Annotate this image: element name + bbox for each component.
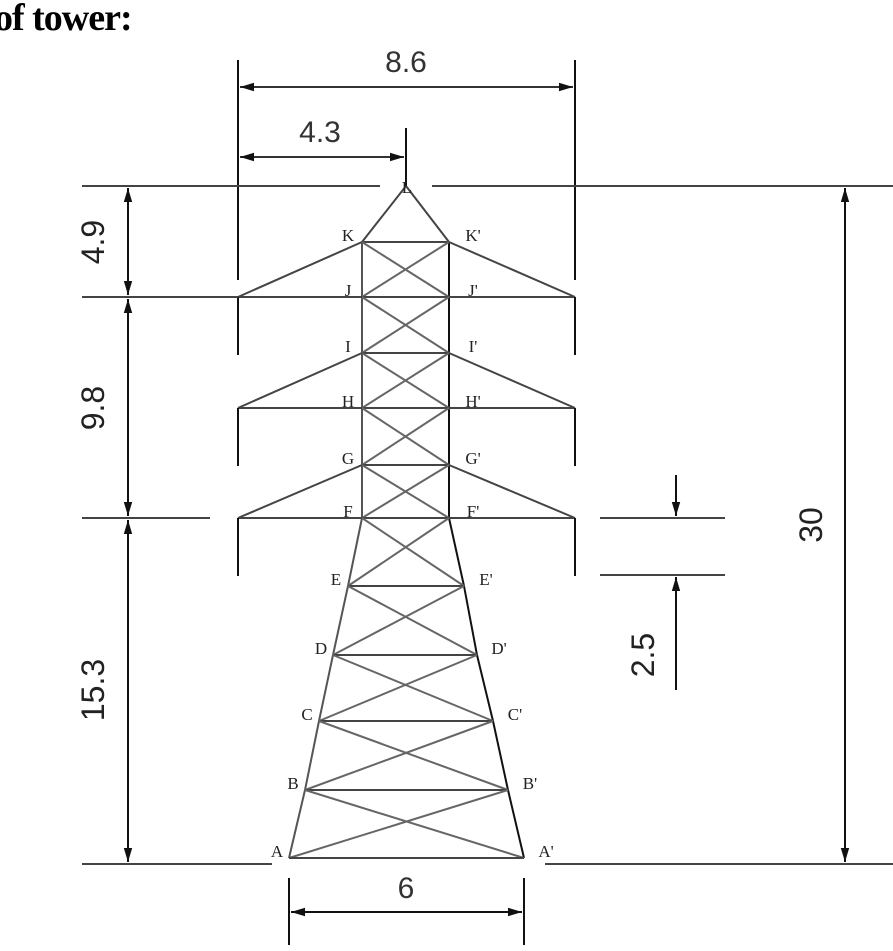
- node-label: F: [343, 502, 352, 521]
- node-label: G: [342, 449, 354, 468]
- node-label: I': [469, 337, 478, 356]
- cross-brace: [361, 241, 450, 298]
- dimension-label: 8.6: [385, 46, 427, 79]
- cross-arm-tie: [448, 464, 576, 519]
- cross-brace: [361, 407, 450, 466]
- dimension-label: 2.5: [625, 633, 661, 677]
- right-leg: [448, 517, 465, 587]
- dimension-label: 4.9: [75, 220, 111, 264]
- peak-member: [361, 185, 407, 243]
- cross-arm-tie: [448, 352, 576, 409]
- right-leg: [507, 789, 525, 859]
- cross-brace: [332, 654, 494, 722]
- node-label: H': [465, 392, 480, 411]
- cross-arm-tie: [237, 241, 363, 298]
- peak-member: [405, 185, 450, 243]
- cross-brace: [332, 585, 465, 656]
- node-label: C: [301, 705, 312, 724]
- cross-arm-tie: [237, 464, 363, 519]
- cross-brace: [347, 517, 450, 587]
- right-leg: [476, 654, 494, 722]
- node-label: G': [465, 449, 480, 468]
- cross-arm-tie: [448, 241, 576, 298]
- dimension-label: 4.3: [299, 116, 341, 149]
- node-label: A': [538, 842, 553, 861]
- left-leg: [332, 585, 349, 656]
- cross-brace: [318, 720, 509, 791]
- left-leg: [318, 654, 334, 722]
- cross-brace: [304, 789, 525, 859]
- cross-brace: [318, 654, 478, 722]
- node-label: E': [479, 570, 492, 589]
- cross-brace: [304, 720, 494, 791]
- node-label: H: [342, 392, 354, 411]
- left-leg: [288, 789, 306, 859]
- node-label: K: [342, 226, 355, 245]
- right-leg: [463, 585, 478, 656]
- cross-arm-tie: [237, 352, 363, 409]
- node-label: B': [523, 774, 537, 793]
- node-label: F': [467, 502, 480, 521]
- dimension-label: 6: [398, 872, 415, 905]
- cross-brace: [361, 352, 450, 409]
- cross-brace: [361, 517, 465, 587]
- node-label: E: [331, 570, 341, 589]
- dimension-label: 15.3: [75, 659, 111, 721]
- cross-brace: [361, 296, 450, 354]
- section-heading: of tower:: [0, 0, 133, 39]
- node-label: I: [345, 337, 351, 356]
- node-label: D: [315, 639, 327, 658]
- node-label: D': [491, 639, 506, 658]
- node-label: J: [345, 281, 352, 300]
- dimension-label: 30: [793, 507, 829, 543]
- node-label: J': [468, 281, 478, 300]
- left-leg: [347, 517, 363, 587]
- node-label: B: [287, 774, 298, 793]
- cross-brace: [288, 789, 509, 859]
- dimension-label: 9.8: [75, 386, 111, 430]
- node-label: A: [271, 842, 284, 861]
- cross-brace: [361, 464, 450, 519]
- right-leg: [492, 720, 509, 791]
- node-label: K': [465, 226, 480, 245]
- left-leg: [304, 720, 320, 791]
- node-label: L: [402, 178, 412, 197]
- cross-brace: [347, 585, 478, 656]
- node-label: C': [508, 705, 522, 724]
